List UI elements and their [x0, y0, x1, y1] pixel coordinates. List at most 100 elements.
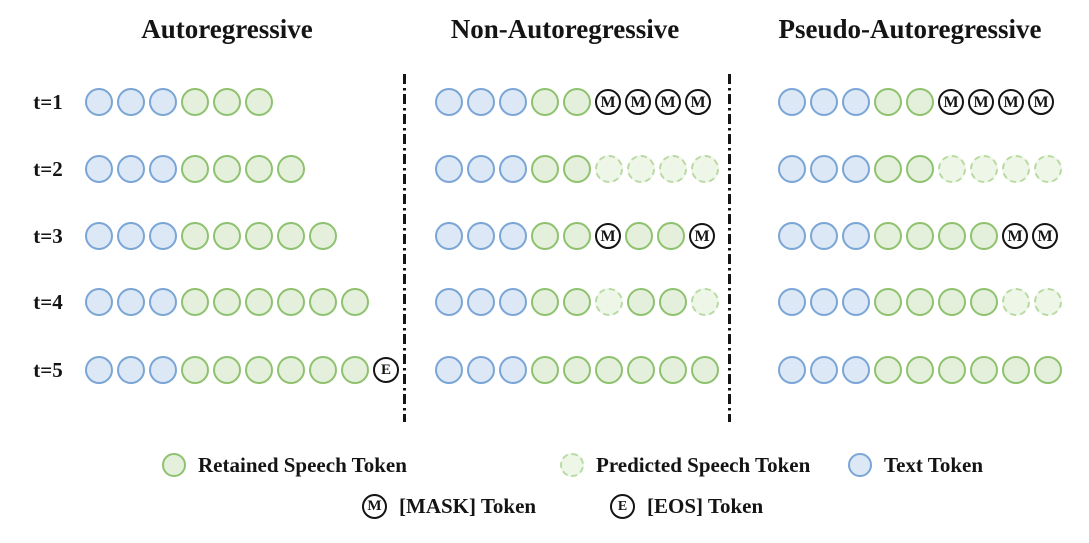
- text-token-icon: [117, 356, 145, 384]
- text-token-icon: [499, 356, 527, 384]
- sequence-ar-t-2: [85, 155, 305, 183]
- text-token-icon: [467, 222, 495, 250]
- retained-speech-token-icon: [531, 222, 559, 250]
- text-token-icon: [810, 222, 838, 250]
- retained-speech-token-icon: [341, 356, 369, 384]
- retained-speech-token-icon: [277, 356, 305, 384]
- retained-speech-token-icon: [213, 356, 241, 384]
- retained-speech-token-icon: [277, 288, 305, 316]
- retained-speech-token-icon: [531, 288, 559, 316]
- column-title-pseudo-autoregressive: Pseudo-Autoregressive: [778, 14, 1042, 44]
- column-title-non-autoregressive: Non-Autoregressive: [450, 14, 680, 44]
- predicted-speech-token-icon: [1002, 288, 1030, 316]
- retained-speech-token-icon: [309, 222, 337, 250]
- legend-item-mask: M [MASK] Token: [362, 492, 536, 520]
- retained-speech-token-icon: [181, 88, 209, 116]
- text-token-icon: [117, 88, 145, 116]
- text-token-icon: [778, 288, 806, 316]
- text-token-icon: [85, 155, 113, 183]
- retained-speech-token-icon: [213, 222, 241, 250]
- text-token-icon: [149, 222, 177, 250]
- text-token-icon: [778, 356, 806, 384]
- text-token-icon: [810, 88, 838, 116]
- text-token-icon: [467, 155, 495, 183]
- predicted-speech-token-icon: [1002, 155, 1030, 183]
- predicted-speech-token-icon: [595, 155, 623, 183]
- legend-label: Retained Speech Token: [198, 452, 407, 477]
- mask-token-icon: M: [362, 493, 387, 519]
- retained-speech-token-icon: [691, 356, 719, 384]
- text-token-icon: [467, 356, 495, 384]
- legend-item-retained: Retained Speech Token: [162, 451, 407, 479]
- row-label-t-5: t=5: [33, 358, 63, 382]
- legend-item-text: Text Token: [848, 451, 983, 479]
- retained-speech-token-icon: [659, 288, 687, 316]
- mask-token-icon: M: [938, 89, 964, 115]
- text-token-icon: [842, 222, 870, 250]
- retained-speech-token-icon: [906, 155, 934, 183]
- text-token-icon: [435, 222, 463, 250]
- predicted-speech-token-icon: [1034, 288, 1062, 316]
- retained-speech-token-icon: [1002, 356, 1030, 384]
- column-divider-left: [403, 74, 406, 422]
- text-token-icon: [435, 88, 463, 116]
- retained-speech-token-icon: [625, 222, 653, 250]
- row-label-t-3: t=3: [33, 224, 63, 248]
- retained-speech-token-icon: [181, 288, 209, 316]
- mask-token-icon: M: [689, 223, 715, 249]
- retained-speech-token-icon: [277, 222, 305, 250]
- text-token-icon: [842, 88, 870, 116]
- retained-speech-token-icon: [874, 288, 902, 316]
- text-token-icon: [778, 88, 806, 116]
- mask-token-icon: M: [595, 89, 621, 115]
- sequence-ar-t-3: [85, 222, 337, 250]
- text-token-icon: [85, 222, 113, 250]
- sequence-nar-t-4: [435, 288, 719, 316]
- text-token-icon: [499, 222, 527, 250]
- text-token-icon: [149, 88, 177, 116]
- text-token-icon: [848, 453, 872, 477]
- legend-row-1: Retained Speech Token Predicted Speech T…: [0, 451, 1089, 479]
- retained-speech-token-icon: [627, 288, 655, 316]
- mask-token-icon: M: [685, 89, 711, 115]
- sequence-par-t-5: [778, 356, 1062, 384]
- predicted-speech-token-icon: [691, 155, 719, 183]
- retained-speech-token-icon: [213, 288, 241, 316]
- retained-speech-token-icon: [563, 288, 591, 316]
- retained-speech-token-icon: [245, 288, 273, 316]
- retained-speech-token-icon: [938, 222, 966, 250]
- retained-speech-token-icon: [906, 356, 934, 384]
- legend-item-predicted: Predicted Speech Token: [560, 451, 810, 479]
- retained-speech-token-icon: [531, 155, 559, 183]
- text-token-icon: [810, 288, 838, 316]
- predicted-speech-token-icon: [1034, 155, 1062, 183]
- retained-speech-token-icon: [906, 222, 934, 250]
- predicted-speech-token-icon: [595, 288, 623, 316]
- text-token-icon: [117, 288, 145, 316]
- sequence-nar-t-2: [435, 155, 719, 183]
- mask-token-icon: M: [1032, 223, 1058, 249]
- column-title-autoregressive: Autoregressive: [141, 14, 313, 44]
- sequence-par-t-2: [778, 155, 1062, 183]
- retained-speech-token-icon: [277, 155, 305, 183]
- retained-speech-token-icon: [659, 356, 687, 384]
- text-token-icon: [778, 155, 806, 183]
- retained-speech-token-icon: [874, 88, 902, 116]
- sequence-nar-t-5: [435, 356, 719, 384]
- text-token-icon: [149, 288, 177, 316]
- retained-speech-token-icon: [181, 356, 209, 384]
- column-divider-right: [728, 74, 731, 422]
- mask-token-icon: M: [625, 89, 651, 115]
- retained-speech-token-icon: [627, 356, 655, 384]
- retained-speech-token-icon: [874, 356, 902, 384]
- retained-speech-token-icon: [657, 222, 685, 250]
- sequence-ar-t-5: E: [85, 356, 399, 384]
- text-token-icon: [499, 288, 527, 316]
- text-token-icon: [842, 155, 870, 183]
- sequence-ar-t-4: [85, 288, 369, 316]
- retained-speech-token-icon: [595, 356, 623, 384]
- eos-token-icon: E: [610, 493, 635, 519]
